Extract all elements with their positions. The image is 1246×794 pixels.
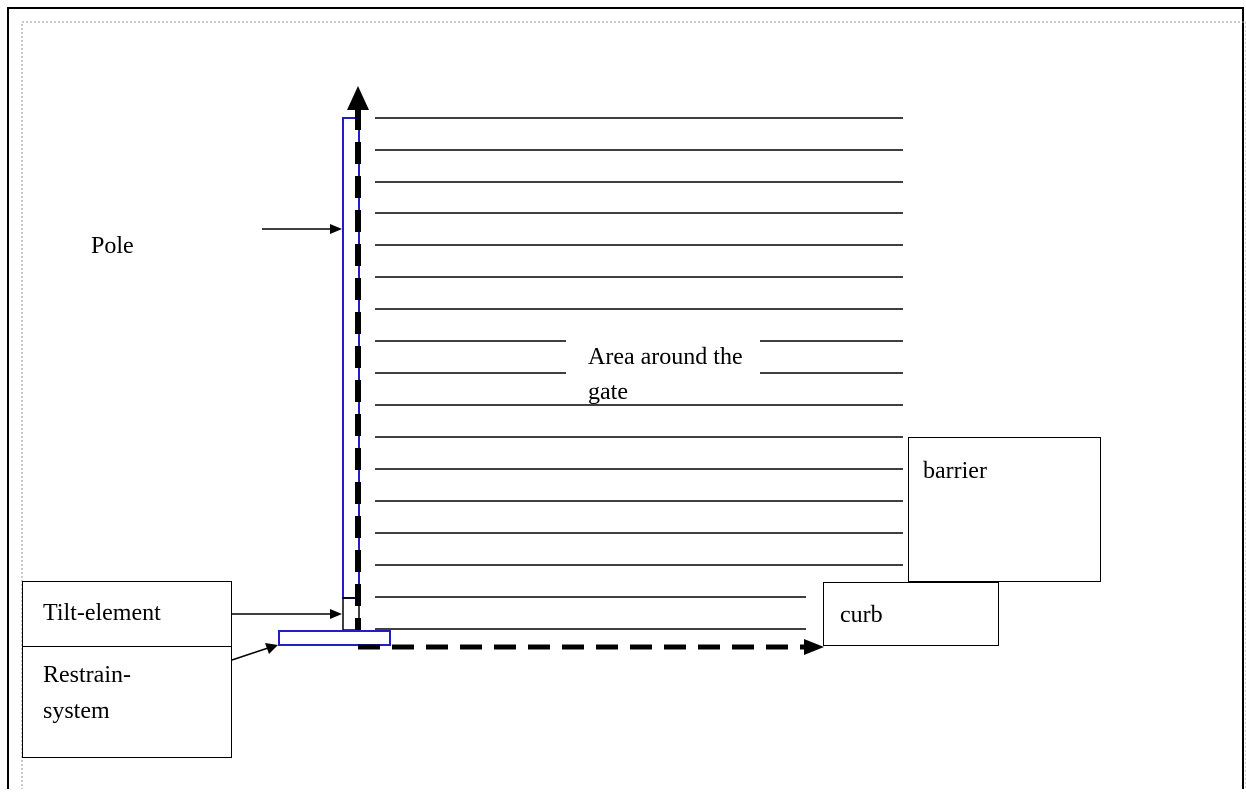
- area-label-line1: Area around the: [588, 344, 743, 370]
- tilt-element-box: Tilt-element: [22, 581, 232, 647]
- tilt-pointer-arrowhead: [330, 609, 342, 619]
- barrier-label: barrier: [923, 458, 987, 484]
- page-border: [21, 21, 1246, 794]
- restrain-label-line2: system: [43, 698, 110, 724]
- horizontal-axis-arrowhead: [804, 639, 824, 655]
- restrain-system-box: Restrain- system: [22, 646, 232, 758]
- curb-label: curb: [840, 602, 883, 628]
- barrier-box: barrier: [908, 437, 1101, 582]
- pole-label: Pole: [91, 233, 134, 259]
- vertical-axis-arrowhead: [347, 86, 369, 110]
- tilt-element-label: Tilt-element: [43, 600, 161, 626]
- restrain-label-line1: Restrain-: [43, 662, 131, 688]
- restrain-system-plate: [278, 630, 391, 646]
- gate-area-hatching: [375, 117, 903, 630]
- area-label-line2: gate: [588, 379, 628, 405]
- pole-pointer-arrowhead: [330, 224, 342, 234]
- curb-box: curb: [823, 582, 999, 646]
- restrain-pointer-line: [231, 647, 269, 661]
- restrain-pointer-arrowhead: [265, 643, 278, 654]
